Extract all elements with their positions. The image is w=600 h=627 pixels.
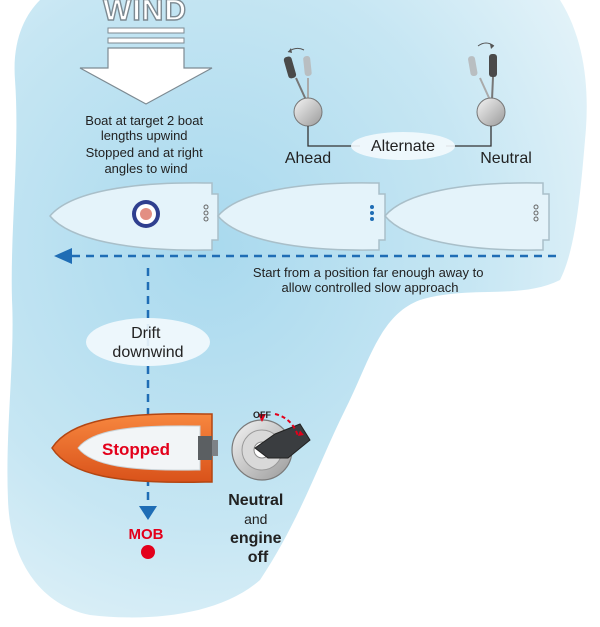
mob-label: MOB [129,526,164,543]
stopped-rib-boat [51,412,218,484]
ignition-key-icon [231,413,311,481]
approach-note: Start from a position far enough away to… [253,265,487,295]
alternate-label: Alternate [371,138,435,155]
approach-arrow [54,248,560,264]
ignition-off-label: OFF [253,410,271,420]
drift-label-halo [86,318,210,366]
ahead-label: Ahead [285,150,331,167]
boat-start-position [384,182,550,251]
mob-marker-icon [141,545,155,559]
water-area [7,0,587,618]
drift-label: Drift downwind [112,325,183,361]
throttle-lever-icon [468,42,506,127]
down-arrow-icon [79,27,213,105]
target-note: Boat at target 2 boat lengths upwind Sto… [85,113,206,176]
wind-label: WIND [103,0,187,27]
rib-stopped-label: Stopped [102,440,170,459]
alternate-connector [307,126,492,160]
neutral-label: Neutral [480,150,532,167]
engine-note: Neutral and engine off [228,492,288,566]
boat-target-position [49,182,219,251]
